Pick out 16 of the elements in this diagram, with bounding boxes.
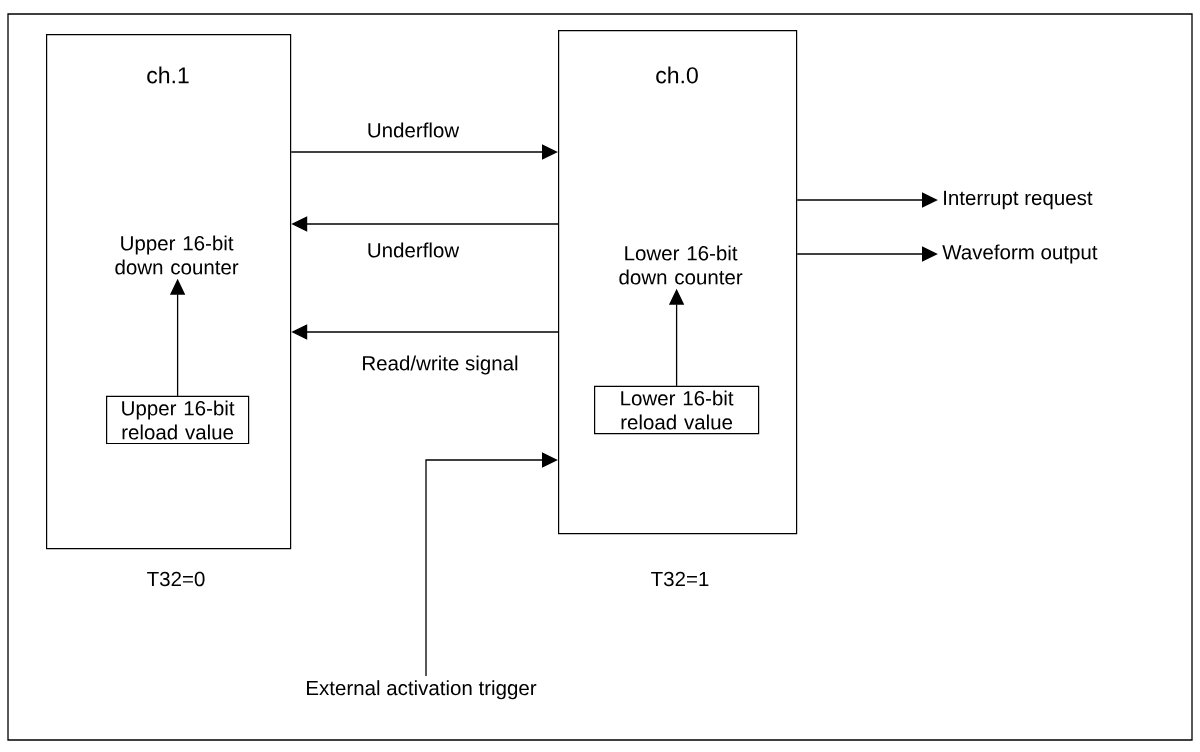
signal-label: Interrupt request bbox=[944, 190, 1093, 210]
reload-box: Lower 16-bit reload value bbox=[594, 385, 760, 435]
arrow bbox=[796, 192, 938, 208]
signal-label: External activation trigger bbox=[307, 680, 537, 700]
edge-label: Underflow bbox=[364, 240, 462, 260]
reload-box: Upper 16-bit reload value bbox=[106, 395, 250, 445]
box-caption: T32=1 bbox=[651, 571, 709, 587]
signal-label: Waveform output bbox=[942, 244, 1098, 264]
arrow bbox=[290, 144, 558, 160]
box-caption: T32=0 bbox=[147, 571, 205, 587]
arrow bbox=[425, 452, 558, 677]
counter-label: Lower 16-bit down counter bbox=[619, 245, 743, 285]
edge-label: Underflow bbox=[364, 120, 462, 140]
counter-label: Upper 16-bit down counter bbox=[115, 235, 239, 275]
arrow bbox=[796, 246, 938, 262]
edge-label: Read/write signal bbox=[359, 353, 521, 377]
